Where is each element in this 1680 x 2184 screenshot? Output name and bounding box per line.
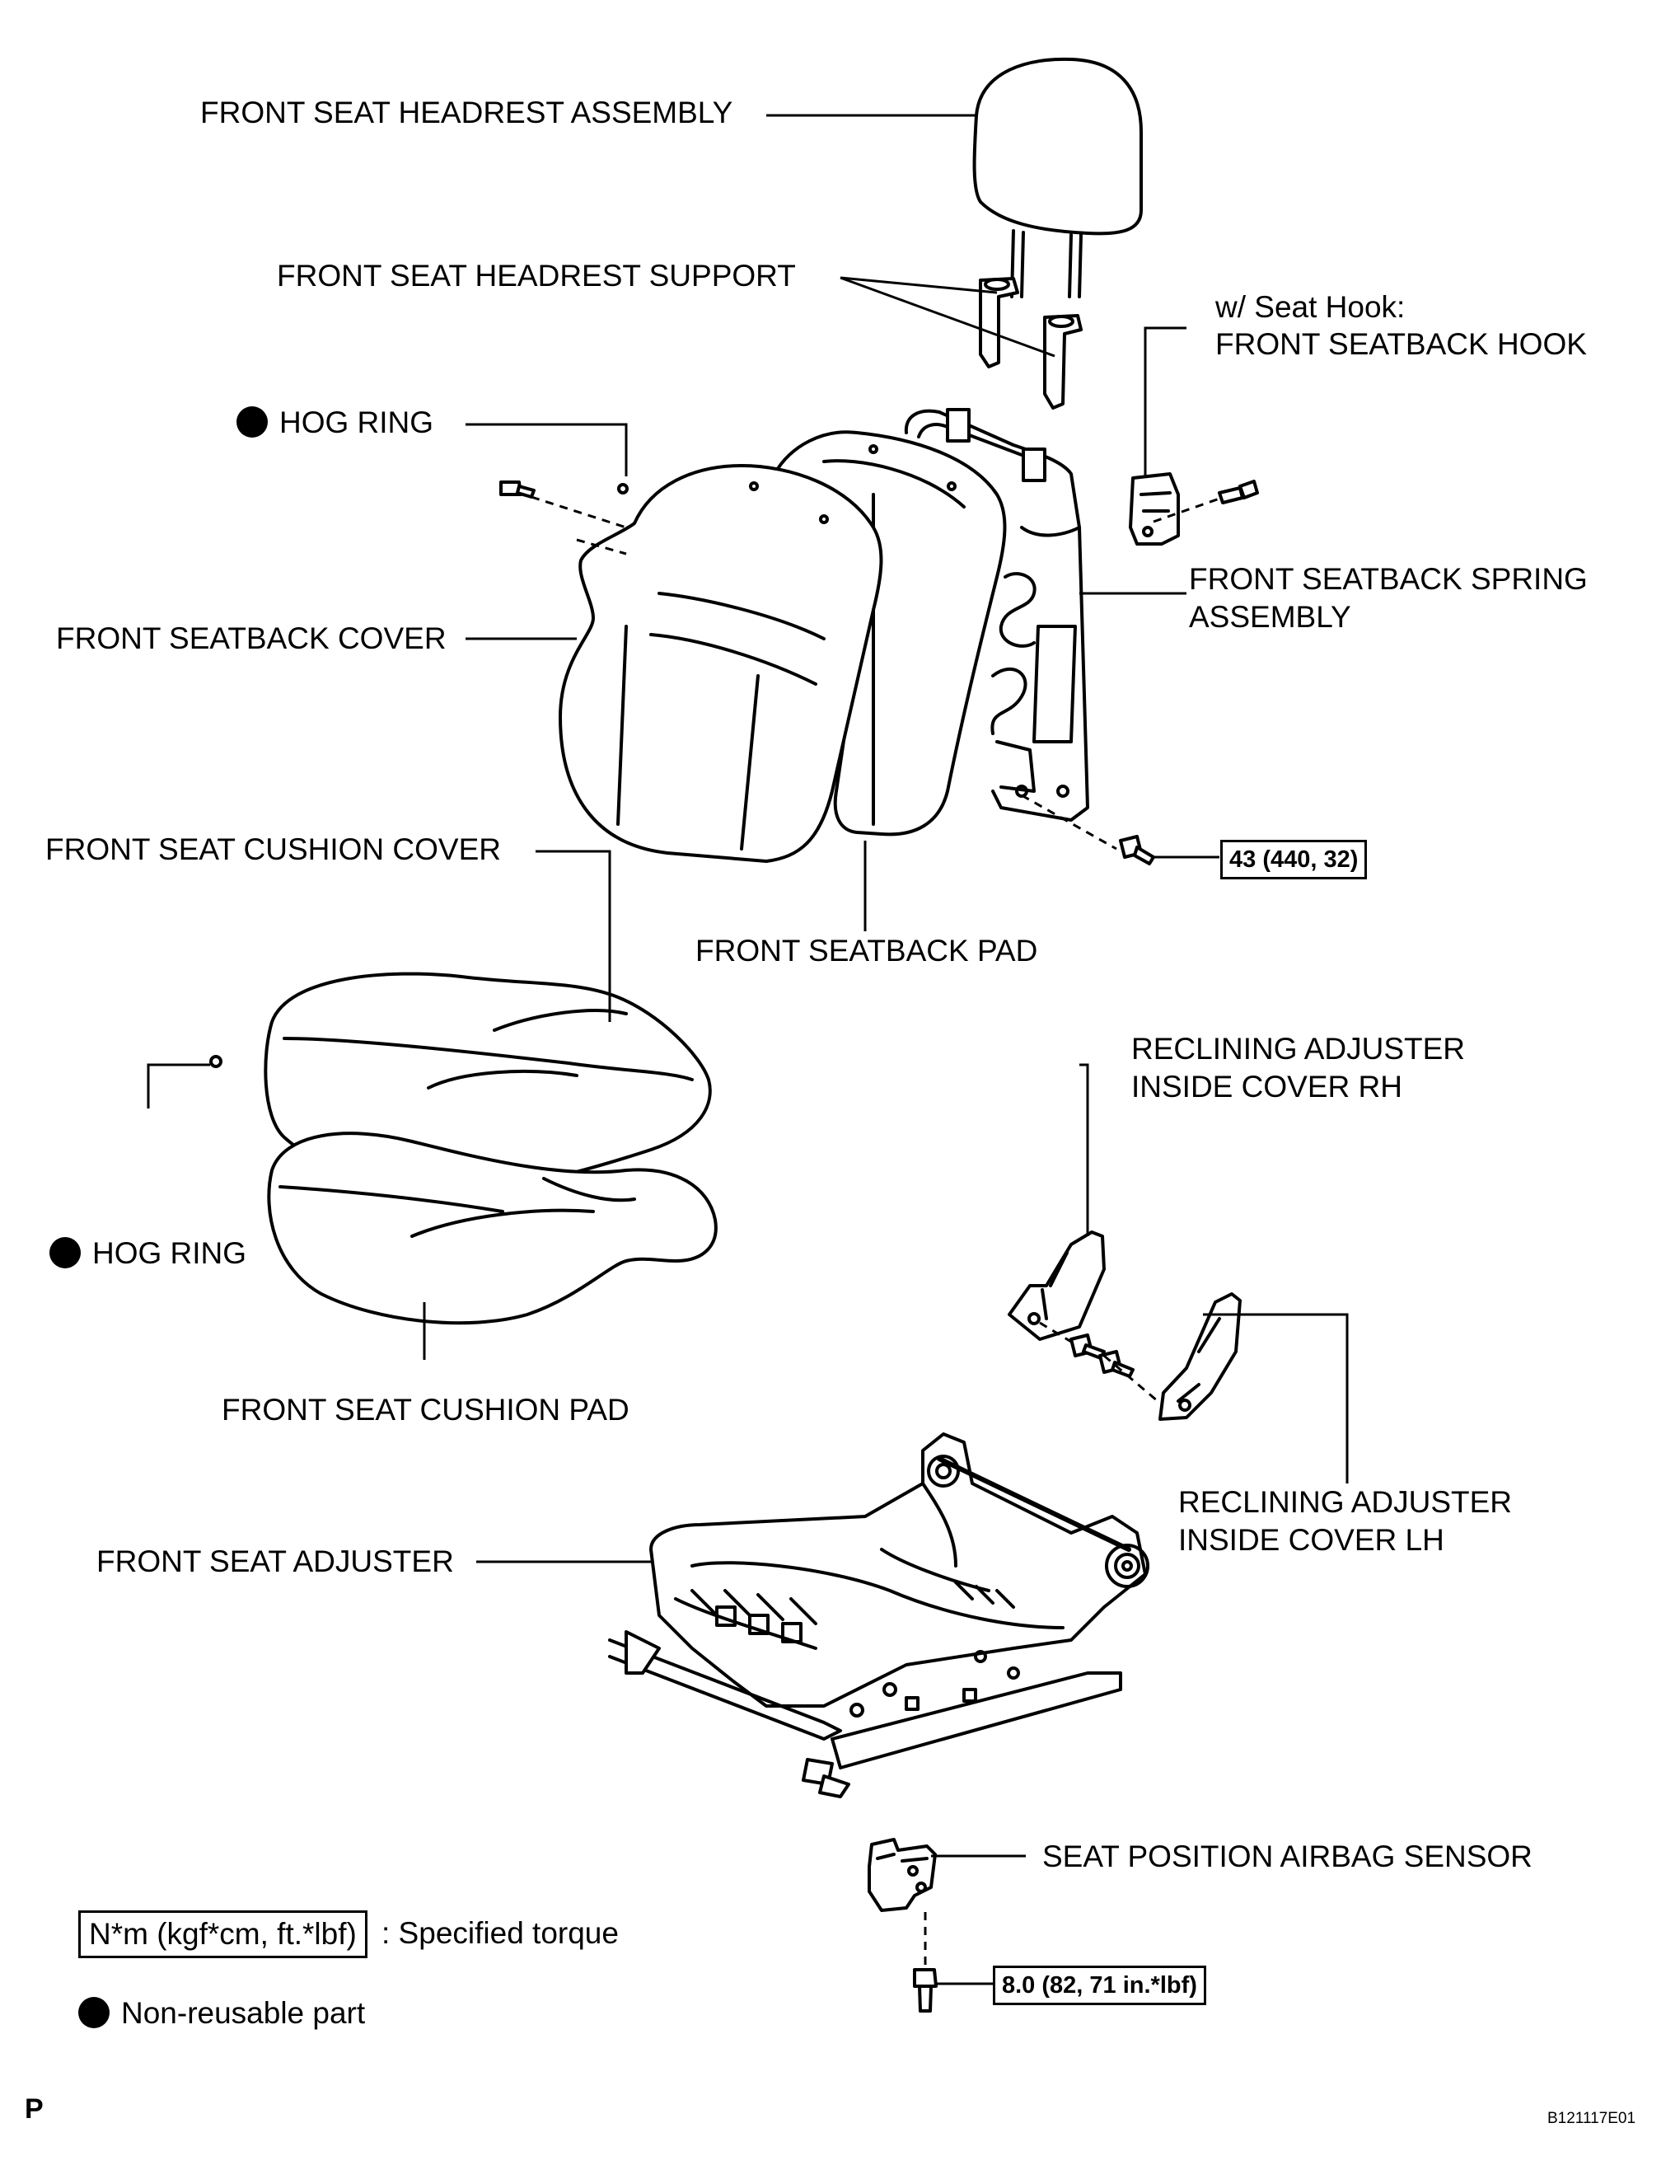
seatback-hook-drawing — [1129, 472, 1180, 546]
label-recliner-lh: RECLINING ADJUSTER — [1178, 1485, 1513, 1519]
torque-seatback-bolt: 43 (440, 32) — [1220, 840, 1368, 879]
seatback-spring-drawing — [904, 408, 1089, 822]
cushion-pad-drawing — [267, 1132, 718, 1325]
label-seatback-hook: FRONT SEATBACK HOOK — [1215, 327, 1587, 361]
legend-torque-units: N*m (kgf*cm, ft.*lbf) — [78, 1910, 367, 1958]
label-seatback-pad: FRONT SEATBACK PAD — [695, 934, 1038, 968]
install-dashed-lines — [531, 495, 1220, 1970]
recliner-cover-lh-drawing — [1158, 1292, 1242, 1421]
torque-sensor-bolt: 8.0 (82, 71 in.*lbf) — [993, 1966, 1206, 2005]
nonreusable-dot-icon — [49, 1237, 81, 1268]
label-headrest-assembly: FRONT SEAT HEADREST ASSEMBLY — [200, 96, 733, 129]
label-recliner-rh-line2: INSIDE COVER RH — [1131, 1070, 1402, 1104]
seat-adjuster-drawing — [608, 1432, 1149, 1798]
label-cushion-pad: FRONT SEAT CUSHION PAD — [222, 1393, 629, 1427]
label-hog-ring-upper: HOG RING — [236, 404, 433, 442]
legend-nonreusable: Non-reusable part — [78, 1994, 365, 2032]
nonreusable-dot-icon — [78, 1997, 110, 2028]
label-recliner-lh-line2: INSIDE COVER LH — [1178, 1523, 1444, 1557]
label-seatback-cover: FRONT SEATBACK COVER — [56, 621, 447, 655]
corner-letter: P — [25, 2093, 44, 2125]
seatback-cover-drawing — [559, 464, 883, 863]
label-seatback-spring: FRONT SEATBACK SPRING — [1189, 562, 1588, 596]
label-seatback-spring-line2: ASSEMBLY — [1189, 600, 1351, 634]
leader-lines — [147, 114, 1349, 1985]
recliner-cover-rh-drawing — [1008, 1230, 1106, 1341]
airbag-sensor-drawing — [868, 1838, 937, 1912]
headrest-supports-drawing — [979, 277, 1083, 410]
nonreusable-dot-icon — [236, 406, 268, 438]
label-recliner-rh: RECLINING ADJUSTER — [1131, 1032, 1466, 1066]
label-seat-adjuster: FRONT SEAT ADJUSTER — [96, 1544, 454, 1578]
label-headrest-support: FRONT SEAT HEADREST SUPPORT — [277, 259, 796, 293]
label-hog-ring-lower: HOG RING — [49, 1235, 246, 1272]
label-cushion-cover: FRONT SEAT CUSHION COVER — [45, 832, 502, 866]
label-seatback-hook-condition: w/ Seat Hook: — [1215, 290, 1406, 324]
figure-code: B121117E01 — [1547, 2110, 1636, 2127]
label-airbag-sensor: SEAT POSITION AIRBAG SENSOR — [1042, 1840, 1533, 1873]
headrest-assembly-drawing — [972, 57, 1143, 298]
legend-torque-desc: : Specified torque — [381, 1916, 619, 1950]
